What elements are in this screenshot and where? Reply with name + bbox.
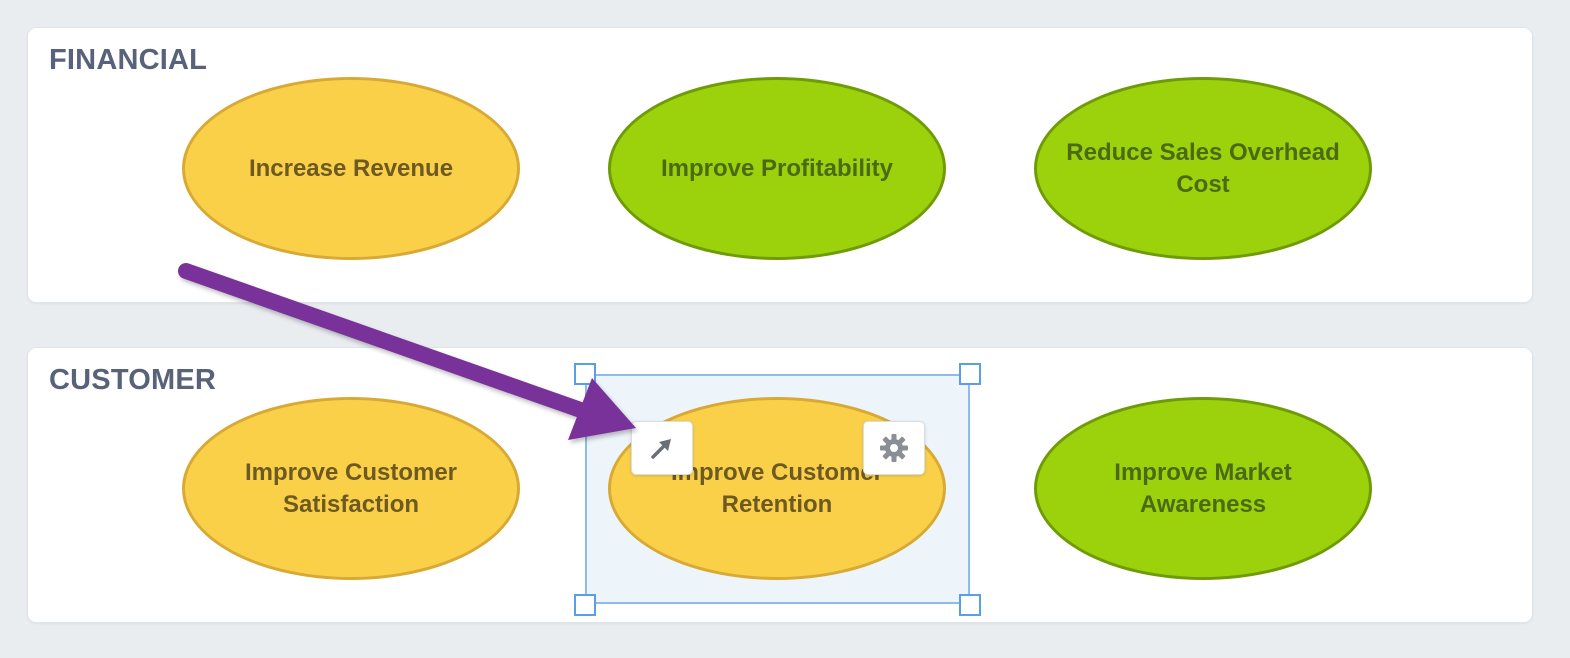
arrow-up-right-icon [651, 439, 671, 459]
objective-label: Improve Customer Retention [670, 458, 884, 518]
objective-improve-market-awareness[interactable]: Improve Market Awareness [1034, 397, 1372, 580]
objective-label: Improve Customer Satisfaction [244, 458, 458, 518]
connect-button[interactable] [631, 421, 693, 475]
objective-label: Improve Profitability [660, 154, 894, 182]
objective-label: Improve Market Awareness [1114, 458, 1292, 518]
objective-label: Increase Revenue [248, 154, 454, 182]
resize-handle-top-left[interactable] [574, 363, 596, 385]
objective-increase-revenue[interactable]: Increase Revenue [182, 77, 520, 260]
perspective-title: CUSTOMER [49, 364, 217, 396]
resize-handle-bottom-left[interactable] [574, 594, 596, 616]
objective-label: Reduce Sales Overhead Cost [1066, 138, 1340, 198]
gear-icon [880, 434, 908, 462]
objective-improve-customer-satisfaction[interactable]: Improve Customer Satisfaction [182, 397, 520, 580]
resize-handle-top-right[interactable] [959, 363, 981, 385]
perspective-title: FINANCIAL [49, 44, 208, 76]
resize-handle-bottom-right[interactable] [959, 594, 981, 616]
objective-reduce-sales-overhead-cost[interactable]: Reduce Sales Overhead Cost [1034, 77, 1372, 260]
objective-improve-profitability[interactable]: Improve Profitability [608, 77, 946, 260]
settings-button[interactable] [863, 421, 925, 475]
